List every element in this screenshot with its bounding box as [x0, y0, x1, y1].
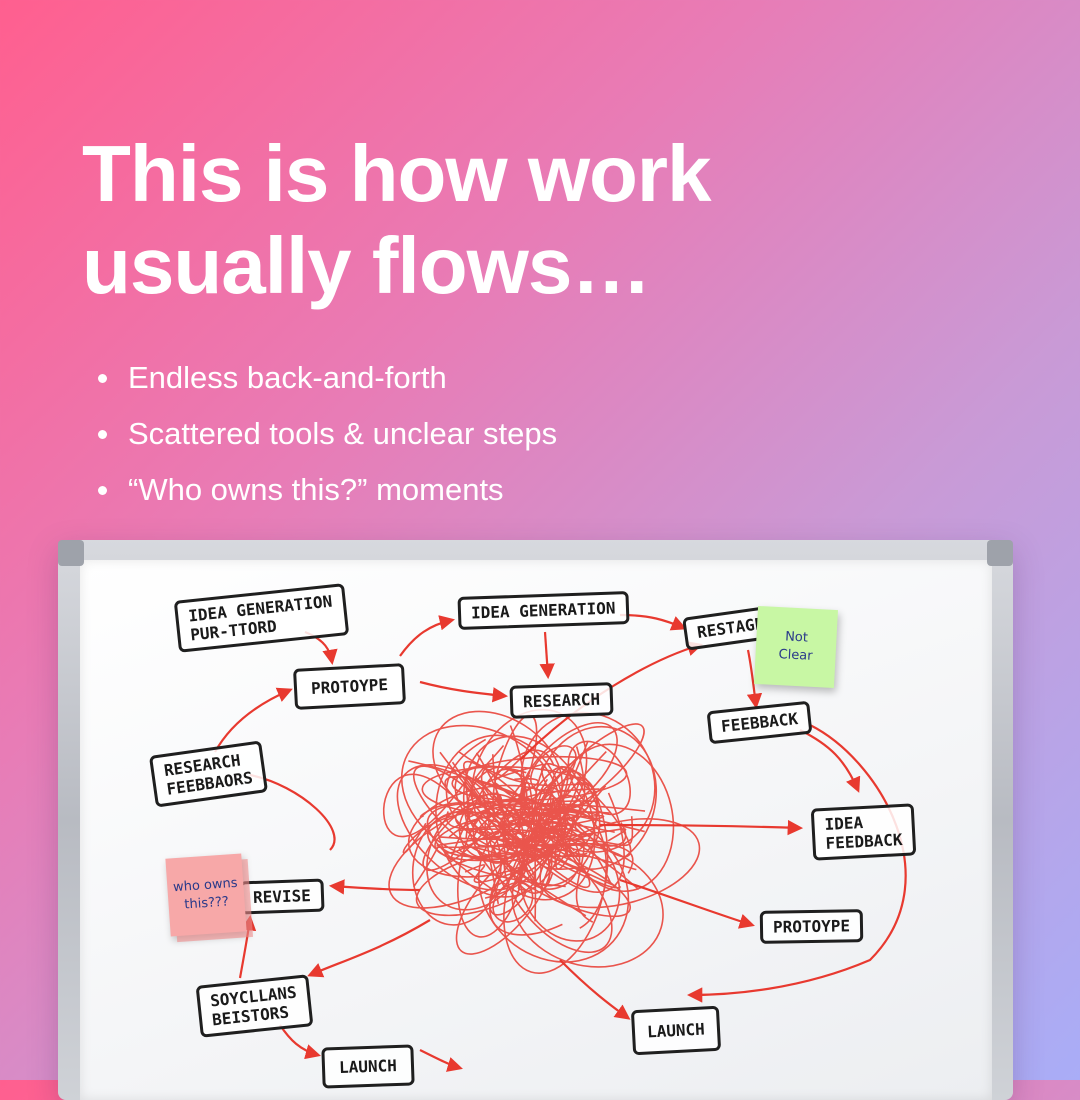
scribble-loop — [462, 735, 596, 901]
scribble-loop — [451, 755, 628, 802]
node-prototype-right: PROTOYPE — [759, 909, 864, 944]
bullet-item: “Who owns this?” moments — [98, 462, 557, 518]
frame-corner-right-icon — [987, 540, 1013, 566]
node-idea-generation-top: IDEA GENERATION — [457, 591, 630, 630]
sticky-note-not-clear: Not Clear — [754, 605, 838, 689]
scribble-loop — [491, 725, 526, 825]
node-research-mid: RESEARCH — [509, 682, 614, 719]
node-prototype-left: PROTOYPE — [293, 663, 407, 710]
scribble-loop — [455, 844, 553, 955]
scribble-loop — [432, 710, 563, 826]
scribble-loop — [498, 844, 632, 918]
sticky-note-who-owns: who owns this??? — [165, 853, 247, 937]
node-launch-bottom: LAUNCH — [321, 1044, 415, 1089]
scribble-loop — [531, 770, 609, 929]
sticky-note-text: who owns this??? — [172, 875, 239, 913]
bullet-item: Scattered tools & unclear steps — [98, 406, 557, 462]
scribble-loop — [522, 785, 607, 873]
frame-corner-left-icon — [58, 540, 84, 566]
scribble-loop — [567, 740, 631, 816]
scribble-loop — [400, 724, 562, 863]
scribble-loop — [458, 800, 511, 859]
headline: This is how work usually flows… — [82, 128, 842, 312]
bullet-dot-icon — [98, 373, 107, 383]
scribble-loop — [518, 828, 581, 890]
scribble-loop — [464, 864, 529, 884]
node-launch-right: LAUNCH — [630, 1005, 721, 1056]
node-idea-feedback: IDEA FEEDBACK — [810, 803, 917, 861]
bullet-dot-icon — [98, 485, 107, 495]
scribble-loop — [466, 766, 528, 839]
headline-line-1: This is how work — [82, 129, 712, 218]
bullet-item: Endless back-and-forth — [98, 350, 557, 406]
bullet-dot-icon — [98, 429, 107, 439]
node-revise: REVISE — [239, 878, 325, 915]
bullet-list: Endless back-and-forth Scattered tools &… — [98, 350, 557, 518]
sticky-note-text: Not Clear — [778, 629, 813, 664]
headline-line-2: usually flows… — [82, 221, 651, 310]
scribble-loop — [426, 793, 534, 911]
scribble-loop — [415, 852, 542, 917]
